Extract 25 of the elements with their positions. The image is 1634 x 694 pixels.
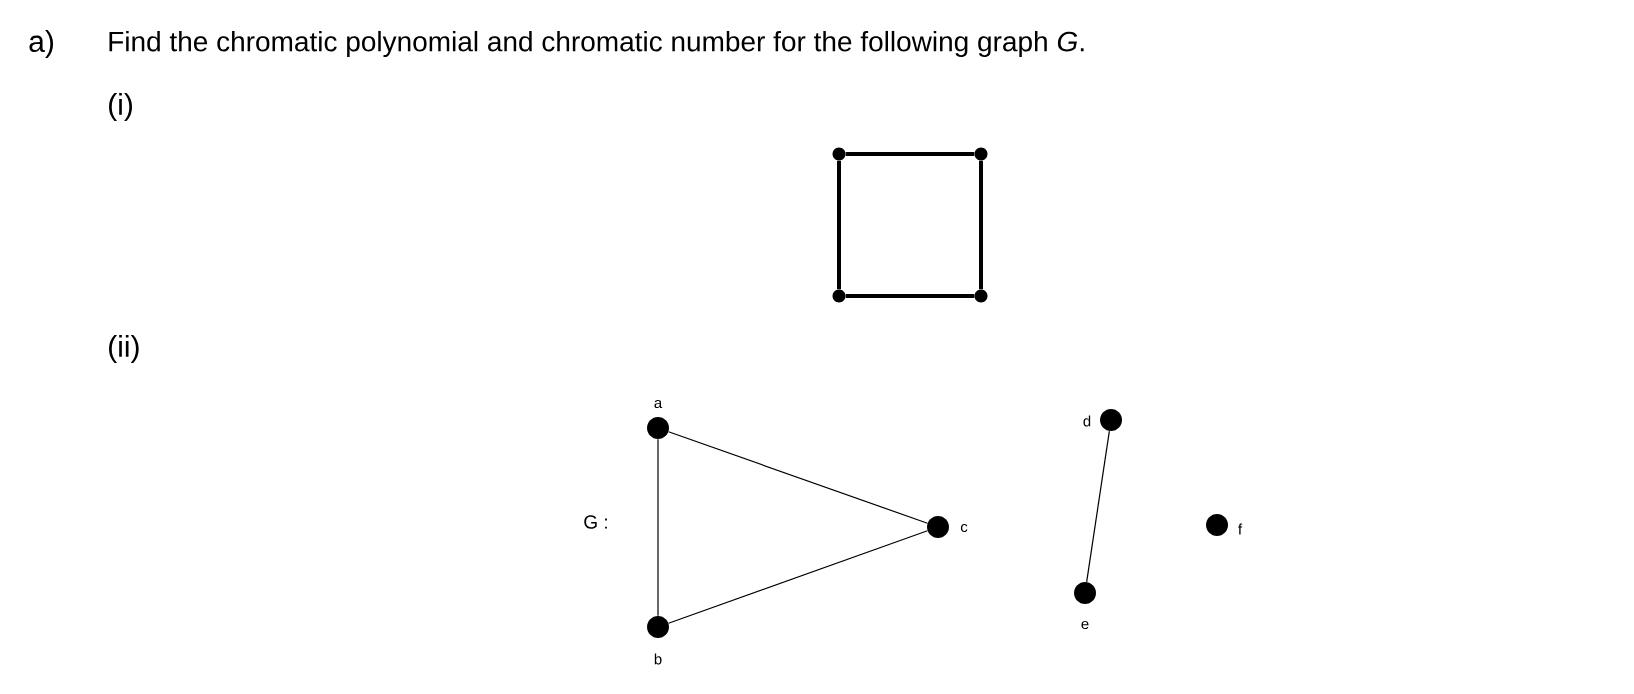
graph-edge [1086, 430, 1110, 583]
graph-edge [667, 431, 929, 524]
vertex-dot [647, 417, 669, 439]
vertex-dot [1206, 514, 1228, 536]
vertex-label: d [1083, 415, 1091, 427]
vertex-dot [1074, 582, 1096, 604]
vertex-label: c [960, 523, 968, 533]
label: (ii) [109, 335, 139, 363]
vertex-label: f [1238, 523, 1243, 535]
label: a) [29, 30, 53, 58]
title: Find the chromatic polynomial and chromatic number for the following graph G. [109, 30, 1084, 58]
graph-edge [845, 294, 975, 298]
label: G : [584, 515, 607, 529]
vertex-label: e [1081, 620, 1089, 630]
graph-edge [979, 160, 983, 290]
vertex-dot [647, 616, 669, 638]
vertex-dot [1100, 409, 1122, 431]
vertex-dot [927, 516, 949, 538]
graph-edge [837, 160, 841, 290]
label: (i) [109, 93, 132, 121]
graph-edge [845, 152, 975, 156]
vertex-label: a [654, 399, 663, 409]
graph-edge [657, 438, 659, 617]
vertex-label: b [654, 653, 662, 665]
graph-edge [667, 530, 929, 624]
